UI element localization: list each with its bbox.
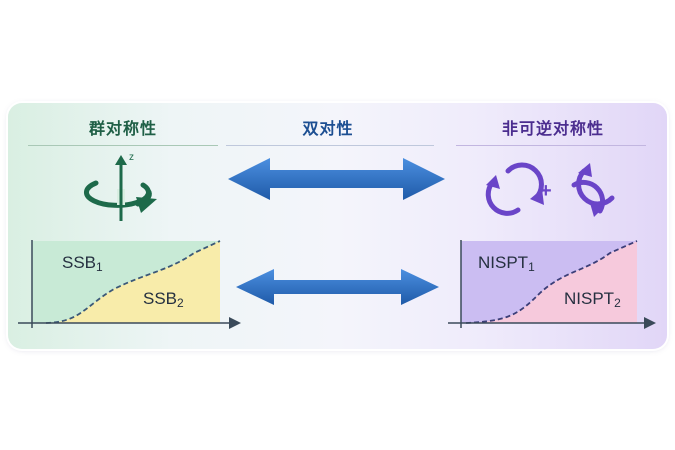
ssb2-label-sub: 2 xyxy=(177,296,184,310)
nispt1-label-name: NISPT xyxy=(478,253,529,272)
duality-double-arrow-bottom xyxy=(236,269,439,305)
ssb1-label: SSB1 xyxy=(62,253,103,274)
circular-arrow-heads xyxy=(486,163,604,217)
nispt2-label-name: NISPT xyxy=(564,289,615,308)
group-symmetry-title: 群对称性 xyxy=(88,119,157,138)
nispt2-label: NISPT2 xyxy=(564,289,621,310)
middle-divider xyxy=(226,145,434,146)
nispt1-label: NISPT1 xyxy=(478,253,535,274)
non-invertible-symmetry-title: 非可逆对称性 xyxy=(501,119,604,138)
ssb2-label: SSB2 xyxy=(143,289,184,310)
nispt2-label-sub: 2 xyxy=(614,296,621,310)
diagram-graphics: z + xyxy=(18,152,656,329)
ssb2-label-name: SSB xyxy=(143,289,178,308)
nispt1-label-sub: 1 xyxy=(528,260,535,274)
duality-diagram-card: 群对称性 双对性 非可逆对称性 z xyxy=(8,103,667,349)
ssb1-label-sub: 1 xyxy=(96,260,103,274)
right-divider xyxy=(456,145,646,146)
z-axis-label: z xyxy=(129,152,134,163)
plus-sign: + xyxy=(540,180,552,202)
duality-double-arrow-top xyxy=(228,158,445,200)
left-phase-plot xyxy=(18,240,241,329)
right-phase-plot xyxy=(448,240,656,329)
rotation-axis-icon xyxy=(84,155,157,221)
duality-title: 双对性 xyxy=(302,119,354,138)
ssb1-label-name: SSB xyxy=(62,253,97,272)
left-divider xyxy=(28,145,218,146)
